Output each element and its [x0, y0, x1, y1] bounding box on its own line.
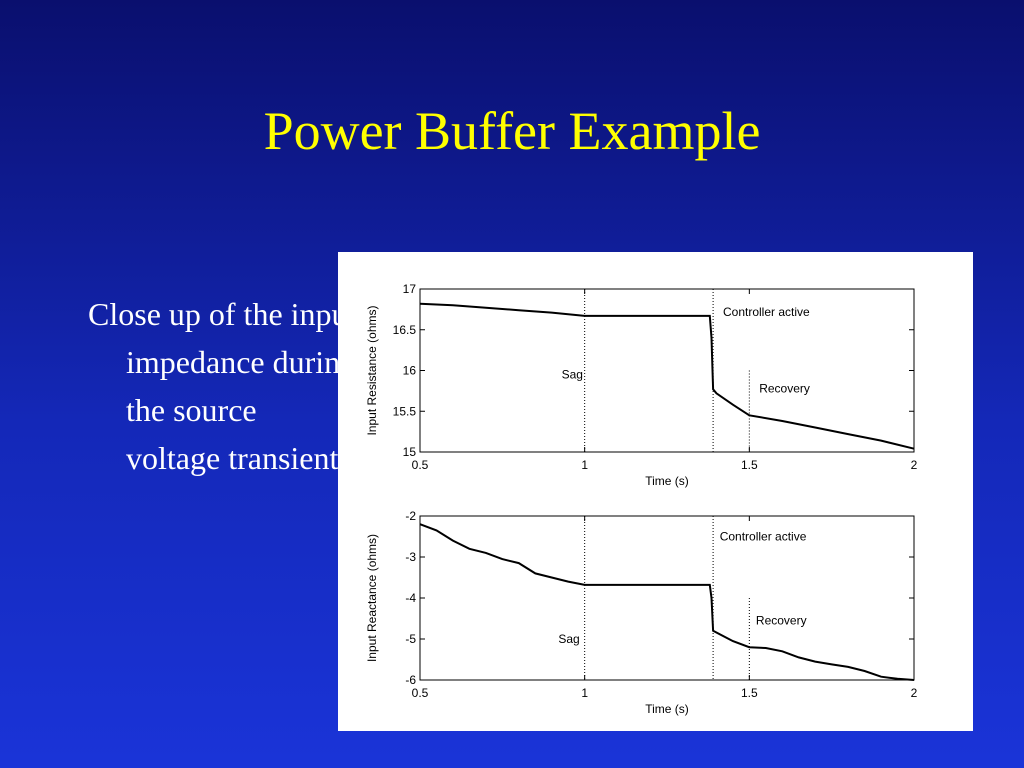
chart-2-x-tick-label: 1.5: [741, 686, 758, 700]
chart-1-y-axis-label: Input Resistance (ohms): [365, 305, 379, 435]
chart-1-axes-box: [419, 288, 915, 453]
chart-2-x-tick-label: 1: [581, 686, 588, 700]
chart-1-y-tick-label: 15: [403, 445, 417, 459]
chart-1-y-tick-label: 16.5: [393, 323, 417, 337]
chart-1-y-tick-label: 17: [403, 282, 417, 296]
chart-2-y-tick-label: -3: [405, 550, 416, 564]
chart-2-annotation: Recovery: [756, 614, 807, 628]
chart-2-x-tick-label: 0.5: [412, 686, 429, 700]
chart-2-y-tick-label: -6: [405, 673, 416, 687]
chart-2-annotation: Controller active: [720, 530, 807, 544]
chart-2-y-tick-label: -5: [405, 632, 416, 646]
chart-1-x-tick-label: 1.5: [741, 458, 758, 472]
chart-1-y-tick-label: 15.5: [393, 404, 417, 418]
chart-2-y-axis-label: Input Reactance (ohms): [365, 534, 379, 662]
chart-1-x-axis-label: Time (s): [645, 474, 689, 488]
chart-2-axes-box: [419, 515, 915, 681]
chart-1-y-tick-label: 16: [403, 364, 417, 378]
chart-1-annotation: Sag: [562, 368, 583, 382]
chart-2-annotation: Sag: [558, 632, 579, 646]
chart-2-x-axis-label: Time (s): [645, 702, 689, 716]
chart-2-x-tick-label: 2: [911, 686, 918, 700]
chart-1-annotation: Controller active: [723, 305, 810, 319]
chart-1-annotation: Recovery: [759, 382, 810, 396]
chart-1-series-line: [419, 302, 915, 450]
chart-2-y-tick-label: -4: [405, 591, 416, 605]
chart-1-x-tick-label: 2: [911, 458, 918, 472]
chart-1-x-tick-label: 0.5: [412, 458, 429, 472]
chart-1-x-tick-label: 1: [581, 458, 588, 472]
slide-title: Power Buffer Example: [263, 101, 761, 161]
bullet-text: Close up of the input impedance during t…: [88, 296, 357, 476]
chart-2-series-line: [419, 523, 915, 681]
chart-2-y-tick-label: -2: [405, 509, 416, 523]
